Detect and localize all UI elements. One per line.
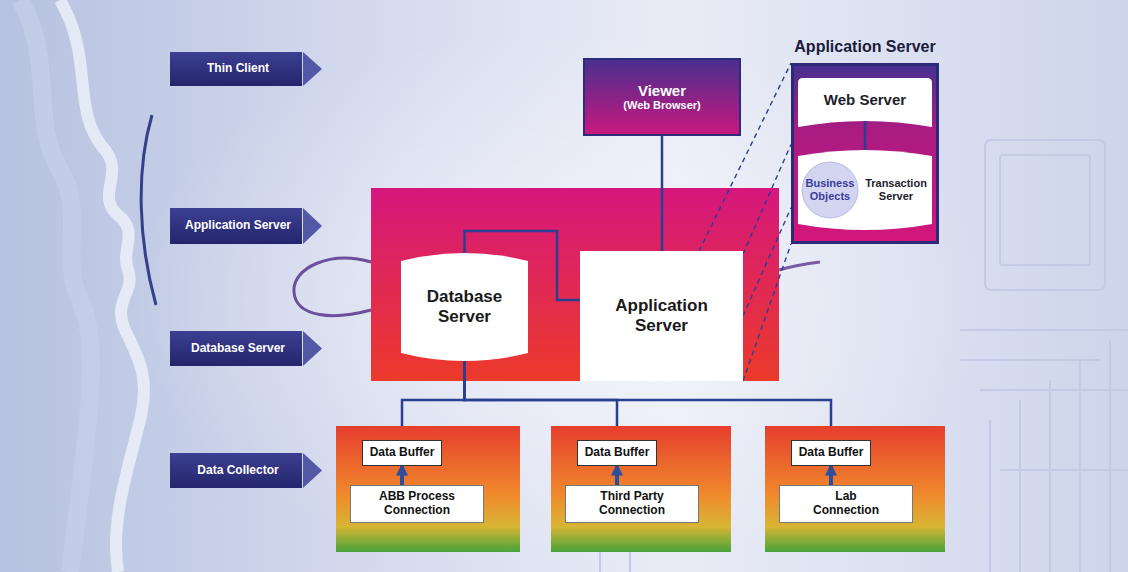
box-label: Application Server — [597, 296, 727, 335]
zoom-line — [743, 208, 791, 316]
box-label: Thin Client — [207, 62, 269, 76]
connector-line — [661, 134, 664, 253]
cable-curve — [141, 115, 156, 305]
data-flow-arrow — [829, 466, 833, 487]
business-objects-circle: Business Objects — [801, 161, 859, 219]
box-label: Third Party Connection — [591, 490, 673, 518]
viewer-box: Viewer(Web Browser) — [583, 58, 741, 136]
panel-heading: Application Server — [794, 38, 935, 56]
tag-point — [303, 453, 322, 488]
box-label: (Web Browser) — [623, 99, 700, 112]
box-label: Viewer — [638, 82, 686, 99]
tag-point — [303, 52, 322, 86]
box-label: Data Buffer — [799, 446, 864, 460]
cable-curve — [779, 262, 820, 270]
detail-panel: Application ServerWeb ServerTransaction … — [791, 38, 939, 244]
cable-curve — [294, 258, 371, 315]
tag-point — [303, 208, 322, 244]
application-server-box: Application Server — [580, 251, 743, 381]
connector-line — [864, 119, 867, 152]
tier-tag: Data Collector — [170, 453, 322, 488]
box-label: Application Server — [185, 219, 291, 233]
background-haze — [130, 30, 990, 570]
tier-tag: Database Server — [170, 331, 322, 366]
connection-box: Third Party Connection — [565, 485, 699, 523]
transaction-server-box: Transaction ServerBusiness Objects — [798, 148, 932, 232]
box-label: Transaction Server — [862, 177, 930, 202]
head-profile — [60, 0, 144, 572]
tag-point — [303, 331, 322, 366]
zoom-line — [743, 144, 791, 254]
data-flow-arrow — [400, 466, 404, 487]
data-buffer-box: Data Buffer — [362, 440, 442, 466]
web-server-box: Web Server — [798, 78, 932, 127]
box-label: Data Buffer — [585, 446, 650, 460]
tag-body — [170, 52, 302, 86]
tier-tag: Thin Client — [170, 52, 322, 86]
data-buffer-box: Data Buffer — [791, 440, 871, 466]
box-label: Database Server — [409, 287, 520, 326]
server-outline — [798, 78, 932, 127]
tag-body — [170, 208, 302, 244]
tag-body — [170, 331, 302, 366]
tag-body — [170, 453, 302, 488]
box-label: Data Collector — [197, 464, 278, 478]
box-label: Lab Connection — [805, 490, 887, 518]
zoom-line — [743, 244, 791, 381]
tier-tag: Application Server — [170, 208, 322, 244]
server-outline — [798, 150, 932, 230]
box-label: Web Server — [824, 91, 906, 108]
data-buffer-box: Data Buffer — [577, 440, 657, 466]
box-label: Data Buffer — [370, 446, 435, 460]
circle-outline — [802, 162, 858, 218]
database-outline — [401, 253, 528, 361]
box-label: ABB Process Connection — [376, 490, 458, 518]
database-box: Database Server — [401, 251, 528, 363]
box-label: Business Objects — [804, 177, 856, 202]
box-label: Database Server — [191, 342, 285, 356]
connection-box: ABB Process Connection — [350, 485, 484, 523]
data-flow-arrow — [615, 466, 619, 487]
connection-box: Lab Connection — [779, 485, 913, 523]
